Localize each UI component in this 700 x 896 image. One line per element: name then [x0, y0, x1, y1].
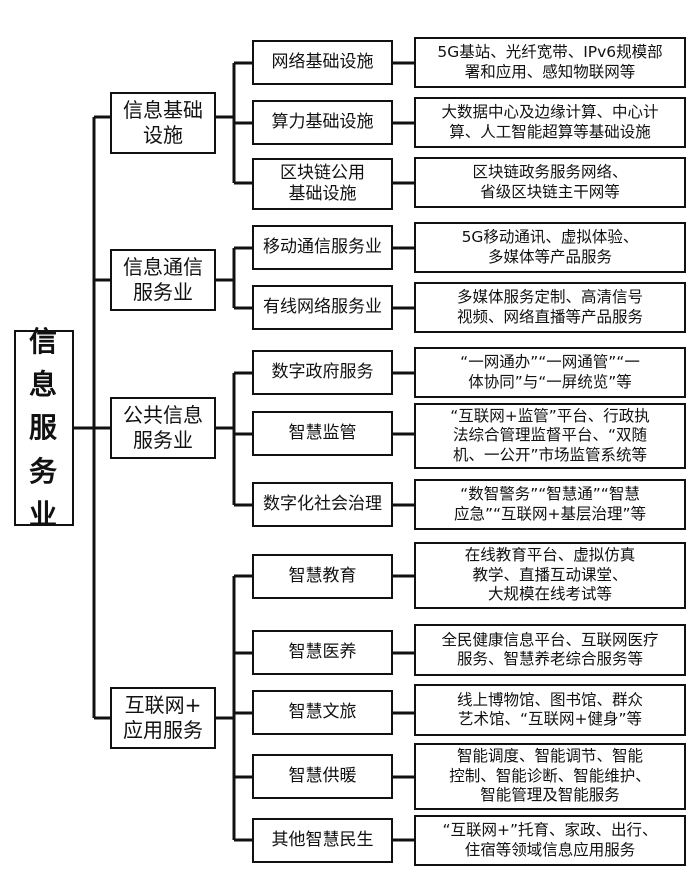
- desc-smart-education: 在线教育平台、虚拟仿真教学、直播互动课堂、大规模在线考试等: [414, 542, 686, 609]
- desc-wired-network: 多媒体服务定制、高清信号视频、网络直播等产品服务: [414, 282, 686, 333]
- item-network-infrastructure: 网络基础设施: [252, 40, 393, 85]
- desc-smart-regulation: “互联网+监管”平台、行政执法综合管理监督平台、“双随机、一公开”市场监管系统等: [414, 403, 686, 469]
- item-digital-social-governance: 数字化社会治理: [252, 482, 393, 527]
- desc-other-smart-livelihood: “互联网+”托育、家政、出行、住宿等领域信息应用服务: [414, 815, 686, 866]
- item-description: 区块链政务服务网络、省级区块链主干网等: [472, 163, 628, 201]
- desc-smart-culture-tourism: 线上博物馆、图书馆、群众艺术馆、“互联网+健身”等: [414, 684, 686, 736]
- item-description: “互联网+监管”平台、行政执法综合管理监督平台、“双随机、一公开”市场监管系统等: [450, 406, 650, 464]
- desc-mobile-communication: 5G移动通讯、虚拟体验、多媒体等产品服务: [414, 222, 686, 273]
- category-label: 互联网+应用服务: [123, 693, 203, 742]
- category-public-info-services: 公共信息服务业: [110, 397, 216, 459]
- item-label: 区块链公用基础设施: [280, 162, 365, 204]
- item-description: 5G移动通讯、虚拟体验、多媒体等产品服务: [461, 228, 639, 266]
- desc-smart-heating: 智能调度、智能调节、智能控制、智能诊断、智能维护、智能管理及智能服务: [414, 743, 686, 810]
- item-description: 在线教育平台、虚拟仿真教学、直播互动课堂、大规模在线考试等: [464, 546, 636, 604]
- item-description: 多媒体服务定制、高清信号视频、网络直播等产品服务: [456, 288, 643, 326]
- item-label: 其他智慧民生: [271, 829, 374, 850]
- category-info-infrastructure: 信息基础设施: [110, 92, 216, 154]
- item-label: 有线网络服务业: [263, 296, 382, 317]
- category-ict-services: 信息通信服务业: [110, 249, 216, 311]
- item-label: 智慧文旅: [288, 701, 357, 722]
- item-description: 大数据中心及边缘计算、中心计算、人工智能超算等基础设施: [441, 103, 659, 141]
- item-description: “一网通办”“一网通管”“一体协同”与“一屏统览”等: [460, 353, 640, 391]
- item-label: 智慧教育: [288, 565, 357, 586]
- item-digital-government: 数字政府服务: [252, 350, 393, 395]
- item-label: 智慧医养: [288, 641, 357, 662]
- desc-digital-social-governance: “数智警务”“智慧通”“智慧应急”“互联网+基层治理”等: [414, 479, 686, 530]
- item-blockchain-infrastructure: 区块链公用基础设施: [252, 158, 393, 210]
- root-label: 信息服务业: [28, 324, 59, 532]
- item-smart-culture-tourism: 智慧文旅: [252, 690, 393, 735]
- item-mobile-communication: 移动通信服务业: [252, 225, 393, 270]
- root-node: 信息服务业: [14, 325, 74, 531]
- item-label: 智慧监管: [288, 422, 357, 443]
- item-label: 数字化社会治理: [263, 493, 382, 514]
- item-description: 智能调度、智能调节、智能控制、智能诊断、智能维护、智能管理及智能服务: [449, 747, 651, 805]
- item-wired-network: 有线网络服务业: [252, 285, 393, 330]
- desc-blockchain-infrastructure: 区块链政务服务网络、省级区块链主干网等: [414, 157, 686, 208]
- item-other-smart-livelihood: 其他智慧民生: [252, 818, 393, 863]
- item-label: 智慧供暖: [288, 765, 357, 786]
- desc-network-infrastructure: 5G基站、光纤宽带、IPv6规模部署和应用、感知物联网等: [414, 37, 686, 88]
- desc-computing-infrastructure: 大数据中心及边缘计算、中心计算、人工智能超算等基础设施: [414, 97, 686, 148]
- desc-smart-healthcare: 全民健康信息平台、互联网医疗服务、智慧养老综合服务等: [414, 624, 686, 676]
- item-smart-education: 智慧教育: [252, 554, 393, 599]
- category-label: 公共信息服务业: [123, 403, 203, 452]
- item-label: 网络基础设施: [271, 51, 374, 72]
- item-description: 全民健康信息平台、互联网医疗服务、智慧养老综合服务等: [441, 630, 659, 668]
- category-internet-plus-services: 互联网+应用服务: [110, 687, 216, 749]
- category-label: 信息基础设施: [123, 98, 203, 147]
- category-label: 信息通信服务业: [123, 255, 203, 304]
- item-smart-healthcare: 智慧医养: [252, 630, 393, 675]
- item-smart-regulation: 智慧监管: [252, 411, 393, 456]
- item-smart-heating: 智慧供暖: [252, 754, 393, 799]
- desc-digital-government: “一网通办”“一网通管”“一体协同”与“一屏统览”等: [414, 347, 686, 398]
- item-description: “数智警务”“智慧通”“智慧应急”“互联网+基层治理”等: [453, 485, 647, 523]
- item-label: 移动通信服务业: [263, 236, 382, 257]
- item-description: 线上博物馆、图书馆、群众艺术馆、“互联网+健身”等: [456, 690, 643, 728]
- item-computing-infrastructure: 算力基础设施: [252, 100, 393, 145]
- item-description: “互联网+”托育、家政、出行、住宿等领域信息应用服务: [442, 821, 658, 859]
- item-label: 数字政府服务: [271, 361, 374, 382]
- item-description: 5G基站、光纤宽带、IPv6规模部署和应用、感知物联网等: [437, 43, 663, 81]
- item-label: 算力基础设施: [271, 111, 374, 132]
